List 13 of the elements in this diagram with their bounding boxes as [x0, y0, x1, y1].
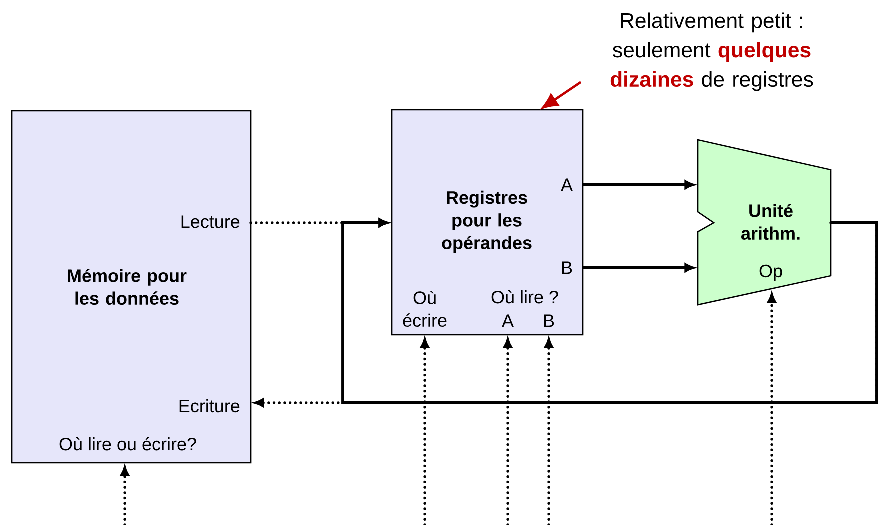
dotted-arrow [120, 466, 130, 525]
dotted-arrow [254, 222, 878, 408]
block-box: Mémoire pour les données Lecture Ecriture Où lire ou écrire? [11, 110, 252, 464]
arrow [583, 180, 694, 190]
dotted-arrow [544, 338, 554, 525]
dotted-arrow [504, 338, 512, 525]
callout-text: Relativement petit : seulement quelques dizaines de registres [610, 12, 814, 92]
leader-arrow [542, 81, 582, 109]
arrow [342, 218, 878, 404]
arrow [583, 264, 694, 272]
dotted-arrow [420, 338, 430, 525]
alu-trapezoid: Unité arithm. Op [697, 139, 832, 306]
block-box: Registres pour les opérandes A B Où écrire Où lire ? A B [391, 109, 584, 336]
